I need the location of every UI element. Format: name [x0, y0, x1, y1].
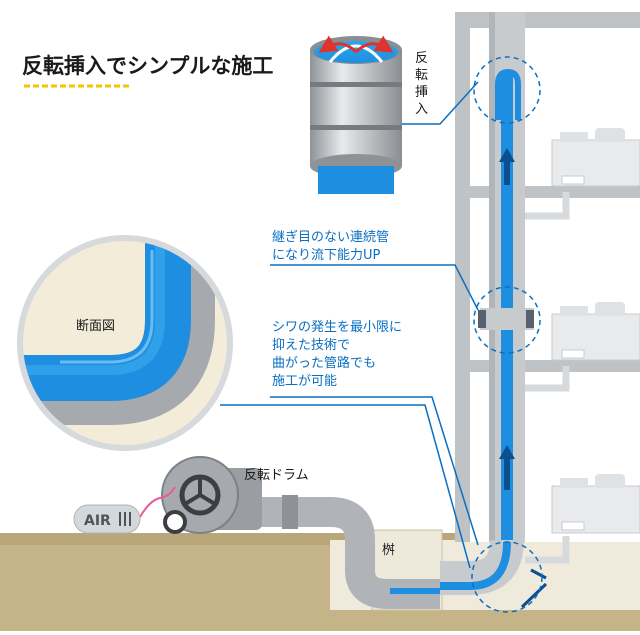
flow-arrow-red	[354, 35, 394, 54]
basin-label: 桝	[382, 542, 395, 558]
underground-elbow-liner	[440, 541, 511, 590]
pipe-joint-clamp	[526, 310, 534, 328]
air-hose	[139, 486, 176, 518]
liner-top-fold	[495, 68, 521, 120]
flow-arrow-red	[318, 35, 358, 54]
kitchen-fixture	[551, 302, 640, 361]
cross-section-label: 断面図	[76, 319, 115, 334]
inversion-barrel	[310, 36, 402, 194]
wrinkle-line-3: 曲がった管路でも	[272, 355, 376, 371]
branch-pipe	[525, 366, 570, 392]
flow-arrow-up	[499, 445, 515, 490]
liner-in-riser	[501, 72, 513, 542]
wrinkle-line-4: 施工が可能	[272, 374, 337, 389]
kitchen-fixture	[551, 128, 640, 187]
page-title: 反転挿入でシンプルな施工	[22, 54, 273, 78]
cross-section-view	[17, 235, 233, 451]
highlight-circle-top	[473, 56, 541, 124]
wrinkle-line-1: シワの発生を最小限に	[272, 320, 402, 335]
branch-pipe	[525, 192, 570, 220]
kitchen-fixture	[551, 474, 640, 534]
pipe-joint-clamp	[478, 310, 486, 328]
highlight-circle-middle	[473, 286, 541, 354]
callout-line-top	[402, 81, 479, 125]
inversion-insert-char: 挿	[415, 85, 428, 100]
inversion-insert-label: 反 転 挿 入	[415, 51, 428, 117]
continuous-pipe-line-1: 継ぎ目のない連続管	[272, 230, 389, 245]
air-label: AIR	[84, 513, 111, 529]
air-compressor	[73, 504, 141, 534]
continuous-pipe-line-2: になり流下能力UP	[272, 248, 381, 263]
branch-pipe	[525, 536, 570, 564]
inversion-insert-char: 入	[415, 102, 428, 117]
building	[455, 12, 640, 564]
inversion-insert-char: 反	[415, 51, 428, 66]
hose-coupling	[282, 495, 298, 529]
callout-line-circle	[220, 404, 471, 569]
water-splash	[328, 44, 384, 63]
wrinkle-line-2: 抑えた技術で	[272, 338, 350, 353]
inversion-insert-char: 転	[415, 68, 428, 83]
callout-line-bottom	[270, 396, 479, 546]
callout-line-middle	[270, 264, 479, 311]
inversion-drum	[161, 456, 262, 534]
insert-direction-arrow	[520, 582, 548, 609]
insert-direction-arrow	[530, 568, 547, 580]
riser-pipe-shade	[489, 12, 495, 542]
highlight-circle-bottom	[471, 541, 543, 613]
flow-arrow-up	[499, 148, 515, 185]
pipe-joint-band	[480, 308, 534, 330]
feed-hose	[235, 497, 440, 609]
inversion-drum-label: 反転ドラム	[244, 468, 309, 483]
